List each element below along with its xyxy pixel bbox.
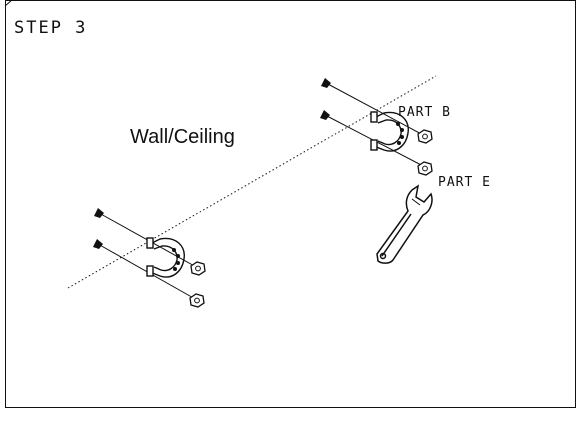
bracket-icon	[146, 237, 185, 278]
nut-icon	[189, 293, 205, 308]
wall-ceiling-line	[67, 75, 437, 289]
screw-icon	[94, 208, 199, 269]
surface-label: Wall/Ceiling	[130, 126, 235, 148]
screw-icon	[93, 239, 198, 301]
wrench-icon	[376, 184, 433, 264]
part-e-label: PART E	[438, 175, 491, 190]
nut-icon	[190, 261, 206, 276]
lower-assembly	[93, 208, 206, 308]
corner-tick	[4, 0, 13, 7]
diagram-frame	[5, 0, 576, 408]
nut-icon	[417, 161, 433, 176]
nut-icon	[417, 129, 433, 144]
step-title: STEP 3	[14, 18, 88, 38]
bracket-icon	[370, 111, 409, 152]
upper-assembly	[320, 78, 433, 176]
part-b-label: PART B	[398, 105, 451, 120]
